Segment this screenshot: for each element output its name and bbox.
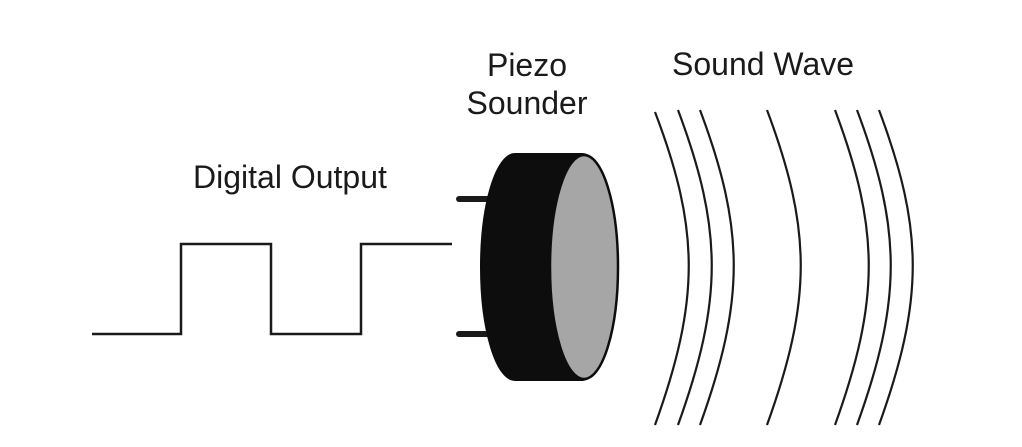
wave-line-1 [653, 111, 690, 426]
wave-line-4 [765, 109, 802, 426]
piezo-label-line1: Piezo [486, 47, 568, 83]
sounder-face [548, 153, 620, 381]
wave-line-2 [676, 109, 713, 426]
wave-line-5 [833, 109, 870, 426]
piezo-label-line2: Sounder [466, 85, 588, 121]
piezo-sounder-label: Piezo Sounder [462, 46, 592, 122]
wave-line-6 [855, 109, 892, 426]
wave-line-3 [698, 109, 735, 426]
sound-wave-label: Sound Wave [672, 46, 855, 82]
square-wave [92, 242, 452, 336]
digital-output-label: Digital Output [193, 159, 387, 195]
sound-waves [653, 109, 914, 426]
wave-line-7 [877, 109, 914, 426]
